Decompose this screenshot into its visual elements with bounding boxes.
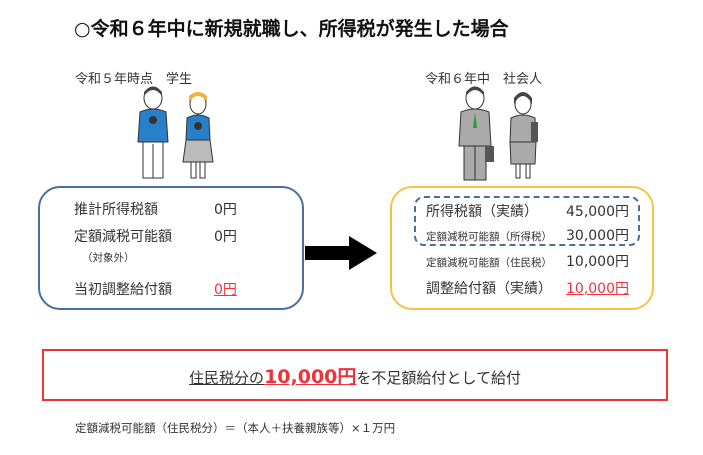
income-tax-actual-value: 45,000円 — [566, 204, 629, 220]
result-part2: を不足額給付として給付 — [356, 369, 521, 387]
businessman-icon — [458, 86, 494, 181]
initial-adjustment-value: 0円 — [214, 282, 237, 298]
workers-illustration — [458, 86, 538, 181]
result-box: 住民税分の10,000円を不足額給付として給付 — [42, 349, 668, 401]
businesswoman-icon — [509, 92, 538, 179]
reduction-income-tax-label: 定額減税可能額（所得税） — [426, 231, 552, 243]
adjustment-actual-label: 調整給付額（実績） — [426, 281, 552, 297]
student-summary-box — [38, 186, 304, 310]
result-text: 住民税分の10,000円を不足額給付として給付 — [44, 362, 666, 389]
arrow-right-icon — [305, 236, 377, 270]
reduction-resident-tax-value: 10,000円 — [566, 254, 629, 270]
footnote: 定額減税可能額（住民税分）＝（本人＋扶養親族等）×１万円 — [75, 421, 396, 435]
students-illustration — [137, 86, 214, 179]
reduction-resident-tax-label: 定額減税可能額（住民税） — [426, 257, 552, 269]
tax-reduction-value: 0円 — [214, 229, 237, 245]
estimated-income-tax-label: 推計所得税額 — [74, 202, 158, 218]
tax-reduction-label: 定額減税可能額 — [74, 229, 172, 245]
reduction-income-tax-value: 30,000円 — [566, 228, 629, 244]
result-amount: 10,000円 — [264, 366, 357, 388]
initial-adjustment-label: 当初調整給付額 — [74, 282, 172, 298]
not-applicable-note: （対象外） — [82, 252, 135, 264]
result-part1: 住民税分の — [189, 369, 265, 387]
adjustment-actual-value: 10,000円 — [566, 281, 629, 297]
income-tax-actual-label: 所得税額（実績） — [426, 204, 538, 220]
student-girl-icon — [182, 92, 214, 179]
student-boy-icon — [137, 86, 169, 179]
worker-summary-box — [390, 186, 654, 310]
right-heading: 令和６年中 社会人 — [425, 72, 543, 87]
income-tax-dashed-group — [414, 196, 640, 246]
page-title: ○令和６年中に新規就職し、所得税が発生した場合 — [74, 18, 509, 40]
left-heading: 令和５年時点 学生 — [75, 72, 193, 87]
estimated-income-tax-value: 0円 — [214, 202, 237, 218]
